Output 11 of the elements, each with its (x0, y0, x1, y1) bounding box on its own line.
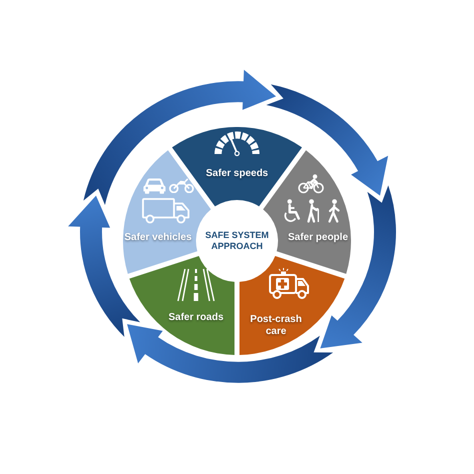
segment-label: Safer speeds (205, 168, 269, 180)
cycle-arrow (68, 196, 140, 337)
segment-label: Safer roads (168, 312, 224, 324)
cycle-arrow (127, 324, 334, 383)
cycle-arrow (83, 70, 276, 205)
segment-label: Post-crash care (250, 314, 302, 338)
segment-label: Safer vehicles (124, 232, 192, 244)
hub-label: SAFE SYSTEM APPROACH (204, 230, 270, 252)
segment-label: Safer people (287, 232, 349, 244)
cycle-arrow (320, 185, 396, 348)
cycle-arrow (266, 84, 388, 196)
